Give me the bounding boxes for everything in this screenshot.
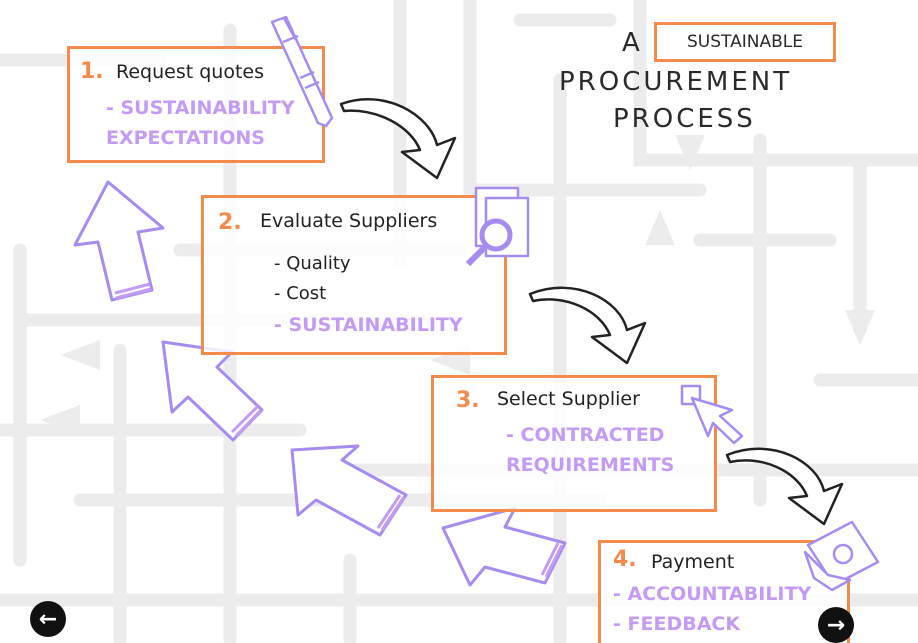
step-3-box: 3. Select Supplier - CONTRACTED REQUIREM… (431, 375, 717, 512)
step-4-highlight-2: - FEEDBACK (613, 613, 741, 635)
document-search-icon (465, 186, 530, 267)
step-1-number: 1. (80, 59, 104, 84)
step-1-heading: Request quotes (116, 61, 264, 83)
money-hand-icon (803, 520, 880, 592)
curved-arrow-2 (528, 286, 647, 365)
next-slide-button[interactable]: → (818, 607, 854, 643)
step-4-box: 4. Payment - ACCOUNTABILITY - FEEDBACK (598, 540, 850, 643)
title-line-process: PROCESS (613, 104, 756, 134)
title-line-procurement: PROCUREMENT (559, 67, 793, 97)
step-4-heading: Payment (651, 551, 735, 573)
step-1-box: 1. Request quotes - SUSTAINABILITY EXPEC… (67, 46, 325, 163)
step-3-highlight-1: - CONTRACTED (506, 424, 665, 446)
step-3-highlight-2: REQUIREMENTS (506, 454, 675, 476)
curved-arrow-1 (339, 98, 457, 180)
step-1-highlight-2: EXPECTATIONS (106, 127, 265, 149)
title-sustainable-label: SUSTAINABLE (687, 32, 803, 52)
step-2-bullet-quality: - Quality (274, 253, 351, 274)
curved-arrow-3 (725, 447, 844, 526)
step-4-highlight-1: - ACCOUNTABILITY (613, 583, 812, 605)
step-3-heading: Select Supplier (497, 388, 640, 410)
title-word-a: A (622, 28, 643, 58)
arrow-right-icon: → (826, 612, 846, 638)
title-sustainable-box: SUSTAINABLE (654, 22, 836, 62)
prev-slide-button[interactable]: ← (30, 601, 66, 637)
pen-icon (270, 15, 334, 128)
step-2-heading: Evaluate Suppliers (260, 210, 438, 232)
step-2-number: 2. (218, 210, 242, 235)
step-4-number: 4. (613, 547, 637, 572)
step-2-box: 2. Evaluate Suppliers - Quality - Cost -… (201, 195, 507, 355)
step-2-bullet-cost: - Cost (274, 283, 327, 304)
step-3-number: 3. (456, 388, 480, 413)
cursor-click-icon (680, 384, 744, 445)
step-2-highlight-1: - SUSTAINABILITY (274, 314, 463, 336)
arrow-left-icon: ← (38, 606, 58, 632)
step-1-highlight-1: - SUSTAINABILITY (106, 97, 295, 119)
